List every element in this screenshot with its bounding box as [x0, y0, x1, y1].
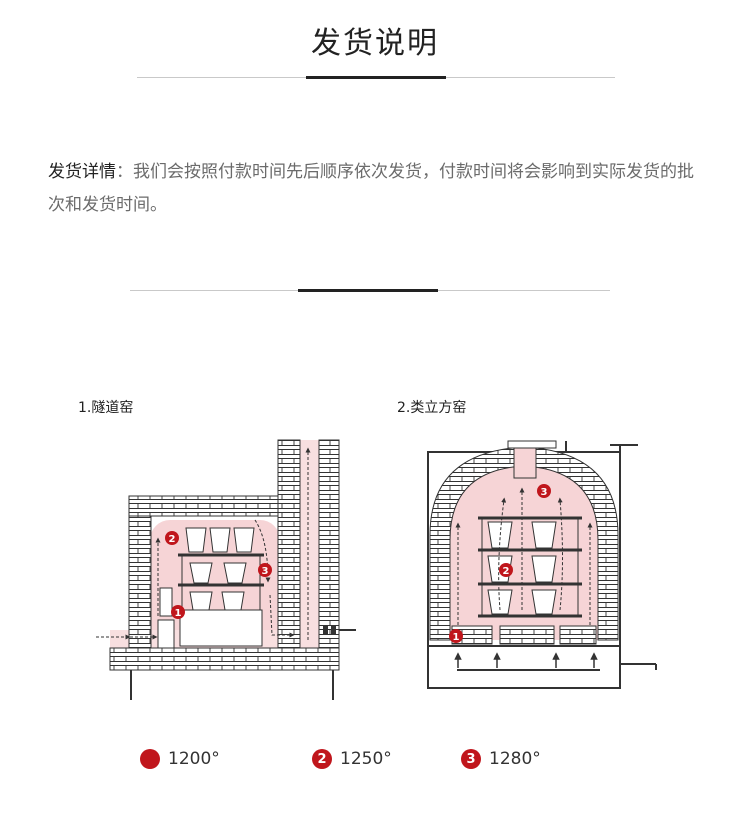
marker-3: 3 [537, 484, 551, 498]
inner-wall [277, 439, 301, 651]
marker-1: 1 [171, 605, 185, 619]
marker-3-label: 3 [541, 487, 548, 498]
marker-1-label: 1 [175, 608, 182, 619]
legend-marker-3: 3 [461, 749, 481, 769]
legend-item-2: 2 1250° [312, 749, 392, 769]
page-title: 发货说明 [311, 26, 439, 61]
marker-2: 2 [499, 563, 513, 577]
marker-1-label: 1 [453, 632, 460, 643]
title-underline [306, 76, 446, 79]
shipping-separator: ： [116, 162, 133, 182]
shipping-detail: 发货详情：我们会按照付款时间先后顺序依次发货，付款时间将会影响到实际发货的批次和… [48, 156, 698, 222]
roof [128, 495, 280, 517]
shipping-text: 我们会按照付款时间先后顺序依次发货，付款时间将会影响到实际发货的批次和发货时间。 [48, 162, 694, 215]
marker-2-label: 2 [169, 534, 176, 545]
tunnel-kiln-title: 1.隧道窑 [78, 400, 134, 416]
legend-marker-1 [140, 749, 160, 769]
shipping-label: 发货详情 [48, 162, 116, 182]
legend-item-3: 3 1280° [461, 749, 541, 769]
marker-3-label: 3 [262, 566, 269, 577]
heat-zone-flue [300, 440, 320, 650]
floor [109, 647, 340, 671]
legend-item-1: 1200° [140, 749, 220, 769]
section-underline [298, 289, 438, 292]
legend-temp-1: 1200° [168, 749, 220, 769]
marker-3: 3 [258, 563, 272, 577]
legend-temp-2: 1250° [340, 749, 392, 769]
legend-temp-3: 1280° [489, 749, 541, 769]
marker-2-label: 2 [503, 566, 510, 577]
kiln-diagrams: 1 2 3 [96, 439, 657, 700]
left-wall [128, 495, 152, 649]
chimney-wall [318, 439, 340, 671]
arch-bricks [429, 446, 619, 641]
marker-1: 1 [449, 629, 463, 643]
chimney [513, 447, 537, 479]
vertical-kiln-title: 2.类立方窑 [397, 400, 467, 416]
legend-marker-2: 2 [312, 749, 332, 769]
tunnel-kiln: 1 2 3 [96, 439, 356, 700]
marker-2: 2 [165, 531, 179, 545]
vertical-kiln: 1 2 3 [427, 440, 657, 689]
